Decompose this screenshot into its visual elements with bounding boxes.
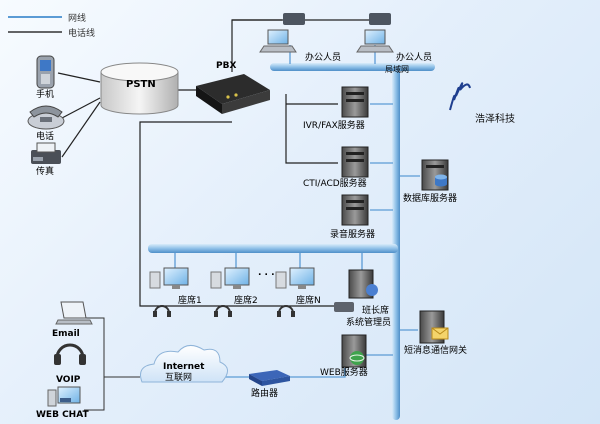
office-workstation-2-icon	[356, 13, 394, 53]
brand-name: 浩泽科技	[475, 114, 515, 125]
seat-1-label: 座席1	[178, 296, 202, 306]
supervisor-workstation-icon	[334, 269, 378, 312]
lan-bus-top	[270, 63, 435, 71]
recording-server-icon	[341, 194, 369, 226]
lan-label: 局域网	[385, 65, 409, 74]
channel-lines	[84, 317, 140, 411]
headset-earpieces	[153, 311, 295, 317]
mobile-phone-icon	[36, 55, 55, 89]
laptop-email-icon	[55, 301, 93, 325]
seat-2-label: 座席2	[234, 296, 258, 306]
seat-2-workstation-icon	[210, 267, 250, 289]
mobile-label: 手机	[36, 90, 55, 100]
telephone-icon	[27, 105, 65, 130]
legend-phone-label: 电话线	[68, 29, 96, 39]
web-chat-computer-icon	[47, 386, 81, 407]
brand-logo-icon	[449, 82, 471, 111]
pstn-cylinder-icon	[100, 62, 179, 115]
internet-cloud-icon	[140, 345, 228, 383]
pbx-label: PBX	[216, 61, 237, 71]
seat-n-workstation-icon	[275, 267, 315, 289]
voip-label: VOIP	[56, 375, 81, 385]
seats-ellipsis: . . .	[258, 268, 275, 278]
office-workstation-1-icon	[259, 13, 305, 53]
cti-acd-server-label: CTI/ACD服务器	[303, 179, 367, 189]
headset-icons	[154, 305, 294, 314]
office-staff-1-label: 办公人员	[305, 53, 342, 63]
legend-network-label: 网线	[68, 14, 87, 24]
ivr-fax-server-icon	[341, 86, 369, 118]
web-chat-label: WEB CHAT	[36, 410, 89, 420]
admin-label: 系统管理员	[346, 318, 392, 328]
pstn-label: PSTN	[126, 79, 156, 90]
lan-bus-seats	[148, 244, 398, 253]
internet-cn-label: 互联网	[165, 373, 193, 383]
email-label: Email	[52, 329, 80, 339]
pbx-device-icon	[196, 74, 270, 114]
web-server-label: WEB服务器	[320, 368, 368, 378]
database-server-label: 数据库服务器	[403, 194, 458, 204]
office-staff-2-label: 办公人员	[396, 53, 433, 63]
cti-acd-server-icon	[341, 146, 369, 178]
sms-gateway-label: 短消息通信网关	[404, 346, 468, 356]
ivr-fax-server-label: IVR/FAX服务器	[303, 121, 365, 131]
database-server-icon	[421, 159, 449, 191]
seat-n-label: 座席N	[296, 296, 321, 306]
web-server-icon	[341, 334, 367, 368]
supervisor-label: 班长席	[362, 306, 390, 316]
telephone-label: 电话	[36, 132, 55, 142]
router-icon	[249, 370, 290, 386]
fax-icon	[31, 142, 61, 164]
phone-lines	[57, 19, 370, 307]
internet-label: Internet	[163, 362, 205, 372]
fax-label: 传真	[36, 167, 55, 177]
voip-headset-icon	[54, 343, 86, 365]
seat-1-workstation-icon	[149, 267, 189, 289]
recording-server-label: 录音服务器	[330, 230, 376, 240]
sms-gateway-icon	[419, 310, 449, 344]
router-label: 路由器	[251, 389, 279, 399]
